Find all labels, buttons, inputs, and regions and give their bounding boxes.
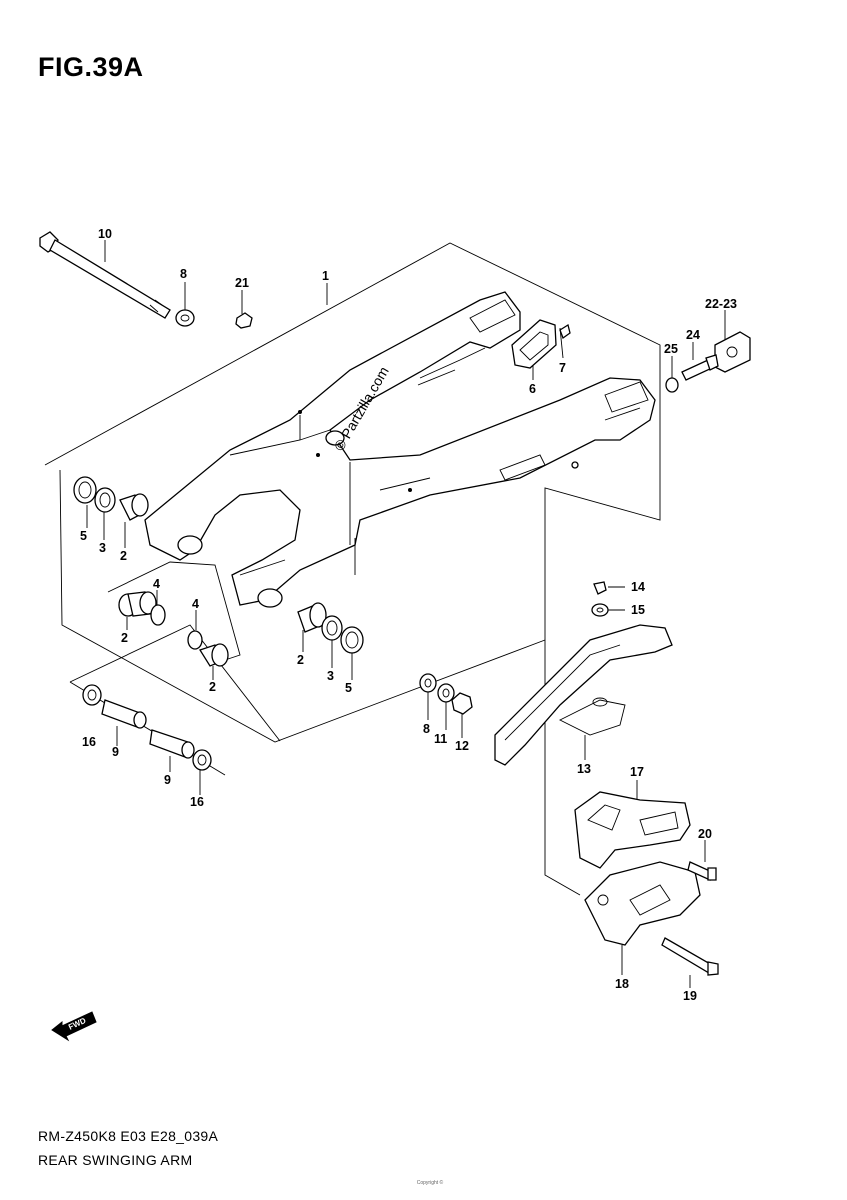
needle-bearing-left[interactable]	[119, 493, 149, 521]
label-2-d: 2	[297, 653, 304, 667]
label-5-right: 5	[345, 681, 352, 695]
label-9-b: 9	[164, 773, 171, 787]
washer-11[interactable]	[437, 683, 455, 703]
assembly-outline	[44, 242, 661, 896]
adjuster-bolt[interactable]	[681, 354, 719, 381]
label-11: 11	[434, 732, 447, 746]
washer-top[interactable]	[175, 309, 195, 327]
slider-pad[interactable]	[511, 319, 557, 369]
label-7: 7	[559, 361, 566, 375]
label-20: 20	[698, 827, 712, 841]
label-25: 25	[664, 342, 678, 356]
label-19: 19	[683, 989, 697, 1003]
oil-seal-left[interactable]	[73, 476, 97, 504]
label-8-right: 8	[423, 722, 430, 736]
bolt-19[interactable]	[661, 937, 719, 976]
copyright-note: Copyright ©	[416, 1180, 444, 1186]
chain-guide-upper[interactable]	[574, 791, 691, 869]
label-18: 18	[615, 977, 629, 991]
pad-screw[interactable]	[559, 323, 571, 340]
adjuster-nut[interactable]	[665, 377, 679, 393]
label-3-left: 3	[99, 541, 106, 555]
bolt-20[interactable]	[687, 861, 717, 881]
figure-title: FIG.39A	[38, 52, 144, 82]
label-21: 21	[235, 276, 249, 290]
bushing-4a[interactable]	[150, 604, 166, 626]
washer-15[interactable]	[591, 603, 609, 617]
label-4-b: 4	[192, 597, 199, 611]
label-3-right: 3	[327, 669, 334, 683]
diagram-caption: REAR SWINGING ARM	[38, 1152, 193, 1168]
needle-bearing-2[interactable]	[118, 591, 157, 617]
label-4-a: 4	[153, 577, 160, 591]
washer-8[interactable]	[419, 673, 437, 693]
label-8-top: 8	[180, 267, 187, 281]
label-17: 17	[630, 765, 644, 779]
washer-16a[interactable]	[82, 684, 102, 706]
label-2-c: 2	[209, 680, 216, 694]
oil-seal-right[interactable]	[340, 626, 364, 654]
chain-guide[interactable]	[494, 624, 673, 766]
label-24: 24	[686, 328, 700, 342]
label-5-left: 5	[80, 529, 87, 543]
swing-arm[interactable]	[144, 291, 656, 608]
label-2-b: 2	[121, 631, 128, 645]
forward-arrow-icon: FWD	[51, 1011, 97, 1042]
collar-9b[interactable]	[149, 729, 195, 759]
label-16-b: 16	[190, 795, 204, 809]
model-code: RM-Z450K8 E03 E28_039A	[38, 1128, 219, 1144]
screw-14[interactable]	[593, 581, 607, 595]
needle-bearing-3[interactable]	[199, 643, 229, 667]
bushing-4b[interactable]	[187, 630, 203, 650]
label-12: 12	[455, 739, 469, 753]
label-14: 14	[631, 580, 645, 594]
chain-adjuster-plate[interactable]	[714, 331, 751, 373]
spacer-right[interactable]	[321, 615, 343, 641]
washer-16b[interactable]	[192, 749, 212, 771]
chain-guide-lower[interactable]	[584, 861, 701, 946]
label-10: 10	[98, 227, 112, 241]
nut-12[interactable]	[451, 692, 473, 715]
collar-9a[interactable]	[101, 699, 147, 729]
leader-lines	[86, 240, 726, 988]
label-16-a: 16	[82, 735, 96, 749]
label-22-23: 22-23	[705, 297, 737, 311]
part-labels: 10 8 21 1 22-23 24 25 7 6 5 3 2 4 2 4 2 …	[80, 227, 737, 1003]
needle-bearing-4[interactable]	[297, 602, 327, 633]
label-9-a: 9	[112, 745, 119, 759]
label-15: 15	[631, 603, 645, 617]
nut-top[interactable]	[235, 312, 253, 329]
label-13: 13	[577, 762, 591, 776]
pivot-axle[interactable]	[39, 231, 171, 319]
label-1: 1	[322, 269, 329, 283]
label-2-left: 2	[120, 549, 127, 563]
spacer-left[interactable]	[94, 487, 116, 513]
label-6: 6	[529, 382, 536, 396]
